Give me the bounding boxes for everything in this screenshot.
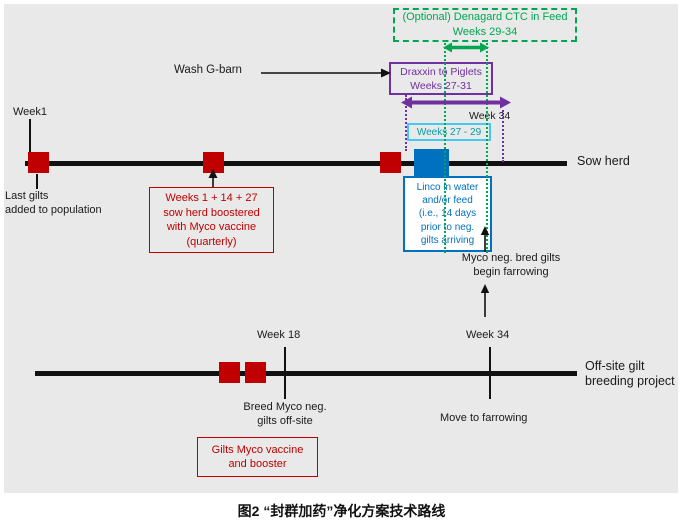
linco-water-feed-box: Linco in water and/or feed (i.e., 14 day…: [403, 176, 492, 252]
text-line: gilts off-site: [257, 414, 313, 427]
week18-label: Week 18: [257, 329, 301, 341]
text-line: Myco neg. bred gilts: [461, 252, 561, 264]
week34-bottom-label: Week 34: [466, 329, 510, 341]
gilts-arriving-up-arrow: [480, 226, 490, 252]
gilt-event-marker-1: [219, 362, 240, 383]
last-gilts-note: Last gilts added to population: [5, 190, 125, 217]
event-marker-week1: [28, 152, 49, 173]
text-line: prior to neg.: [420, 221, 475, 233]
week1-connector-line: [29, 119, 31, 152]
text-line: Linco in water: [416, 181, 479, 193]
sow-herd-timeline: [25, 161, 567, 166]
text-line: added to population: [5, 203, 102, 216]
week1-label: Week1: [13, 106, 48, 118]
event-marker-week27: [380, 152, 401, 173]
wash-gbarn-label: Wash G-barn: [174, 64, 242, 76]
purple-dotted-line-week27: [405, 95, 407, 151]
green-dotted-line-week29: [444, 40, 446, 253]
text-line: Gilts Myco vaccine: [211, 443, 304, 456]
text-line: Breed Myco neg.: [243, 401, 327, 413]
optional-denagard-box: (Optional) Denagard CTC in Feed Weeks 29…: [393, 8, 577, 42]
purple-range-arrow: [401, 96, 511, 109]
gilt-project-timeline: [35, 371, 577, 376]
text-line: gilts arriving: [420, 234, 475, 246]
weeks-27-29-box: Weeks 27 - 29: [407, 123, 491, 141]
text-line: Weeks 27-31: [410, 79, 472, 92]
gilt-event-marker-2: [245, 362, 266, 383]
text-line: Weeks 27 - 29: [416, 126, 482, 138]
text-line: Weeks 1 + 14 + 27: [165, 192, 258, 204]
linco-period-marker: [414, 149, 449, 176]
farrowing-note: Myco neg. bred gilts begin farrowing: [448, 252, 574, 279]
event-marker-week14: [203, 152, 224, 173]
sow-myco-vaccine-box: Weeks 1 + 14 + 27 sow herd boostered wit…: [149, 187, 274, 253]
offsite-project-label: Off-site gilt breeding project: [585, 359, 680, 389]
week34-top-label: Week 34: [469, 110, 511, 122]
text-line: (i.e., 14 days: [418, 208, 477, 220]
breed-offsite-note: Breed Myco neg. gilts off-site: [232, 401, 338, 428]
myco-box-up-arrow: [208, 169, 218, 187]
green-range-arrow: [443, 42, 489, 53]
wash-gbarn-arrow: [261, 68, 391, 78]
purple-dotted-line-week31: [502, 110, 504, 162]
figure-caption: 图2 “封群加药”净化方案技术路线: [237, 503, 446, 519]
text-line: and/or feed: [422, 195, 473, 207]
sow-herd-label: Sow herd: [577, 154, 630, 168]
text-line: with Myco vaccine: [166, 221, 257, 233]
text-line: Off-site gilt: [585, 359, 645, 373]
text-line: sow herd boostered: [163, 206, 260, 219]
gilts-vaccine-box: Gilts Myco vaccine and booster: [197, 437, 318, 477]
text-line: Weeks 29-34: [452, 26, 518, 38]
text-line: and booster: [228, 458, 287, 470]
text-line: (Optional) Denagard CTC in Feed: [402, 11, 568, 23]
text-line: (quarterly): [186, 235, 237, 248]
text-line: Draxxin to Piglets: [400, 65, 482, 78]
text-line: begin farrowing: [473, 265, 549, 278]
move-to-farrowing-note: Move to farrowing: [440, 412, 528, 424]
diagram-background: [4, 4, 678, 493]
green-dotted-line-week34: [486, 40, 488, 253]
begin-farrowing-up-arrow: [480, 284, 490, 317]
text-line: Last gilts: [5, 190, 49, 202]
last-gilts-connector-line: [36, 174, 38, 189]
text-line: breeding project: [585, 374, 675, 388]
draxxin-piglets-box: Draxxin to Piglets Weeks 27-31: [389, 62, 493, 95]
